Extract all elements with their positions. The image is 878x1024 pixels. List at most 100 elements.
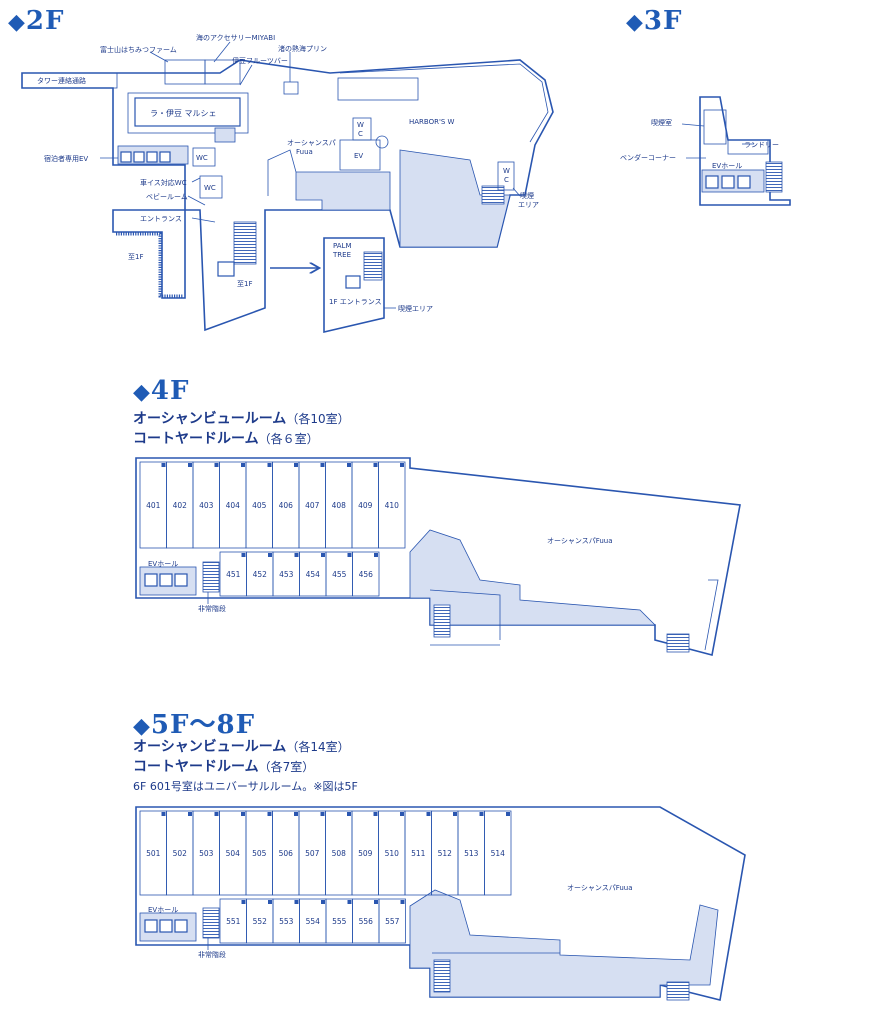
heading-5f-8f: ◆5F～8F (133, 710, 256, 740)
room-number: 406 (279, 501, 294, 510)
ev-car (159, 919, 173, 933)
room-number: 405 (252, 501, 267, 510)
room-number: 555 (332, 917, 347, 926)
room-number: 553 (279, 917, 294, 926)
window-mark (214, 812, 219, 816)
ev-car (120, 151, 132, 163)
room-number: 556 (359, 917, 374, 926)
laundry-box (727, 139, 769, 155)
label-smoking-a: 喫煙 (520, 191, 534, 200)
leader-line (187, 195, 206, 206)
marche-box (134, 97, 241, 127)
window-mark (400, 900, 405, 904)
room-number: 511 (411, 849, 426, 858)
label-emergency-4f: 非常階段 (198, 604, 226, 613)
stairs-icon (116, 232, 183, 298)
label-spa-4f: オーシャンスパFuua (547, 537, 613, 545)
room-number: 404 (226, 501, 241, 510)
label-izu-fruits: 伊豆フルーツバー (232, 56, 288, 65)
label-laundry: ランドリー (744, 141, 779, 149)
ev-car (159, 573, 173, 587)
ev-car (721, 175, 735, 189)
label-ev-hall-3f: EVホール (712, 162, 742, 170)
room-number: 451 (226, 570, 241, 579)
f4-oceanview-line: オーシャンビュールーム（各10室） (133, 411, 350, 427)
leader-line (512, 187, 521, 197)
ev-car (159, 151, 171, 163)
harbors-box (337, 77, 419, 101)
label-pudding: 渚の熱海プリン (278, 44, 327, 53)
diamond-icon: ◆ (8, 9, 26, 35)
label-vending: ベンダーコーナー (620, 153, 676, 162)
f5-note: 6F 601号室はユニバーサルルーム。※図は5F (133, 780, 358, 793)
label-accessory: 海のアクセサリーMIYABI (196, 33, 275, 42)
room-number: 456 (359, 570, 374, 579)
tower-corridor (21, 72, 118, 89)
window-mark (188, 463, 192, 467)
window-mark (320, 812, 325, 816)
room-number: 409 (358, 501, 373, 510)
window-mark (294, 812, 298, 816)
stairs-icon (233, 221, 257, 265)
room-number: 506 (279, 849, 294, 858)
diamond-icon: ◆ (626, 9, 644, 35)
label-entrance-1f: 1F エントランス (329, 298, 382, 306)
spa-shade-4f (409, 529, 656, 626)
ev-car (146, 151, 158, 163)
window-mark (267, 463, 272, 467)
window-mark (214, 463, 219, 467)
right-wc-box (497, 161, 515, 191)
room-number: 552 (253, 917, 268, 926)
diamond-icon: ◆ (133, 713, 151, 739)
label-harbors: HARBOR'S W (409, 118, 455, 126)
room-cell (484, 810, 512, 896)
label-wc1: WC (196, 154, 208, 162)
window-mark (188, 812, 192, 816)
ev-car (144, 919, 158, 933)
stairs-icon (363, 251, 383, 281)
window-mark (400, 812, 404, 816)
window-mark (374, 900, 378, 904)
room-number: 505 (252, 849, 267, 858)
leader-line (681, 123, 705, 127)
window-mark (161, 812, 166, 816)
label-w-mark2: W (503, 167, 510, 175)
room-number: 502 (173, 849, 188, 858)
floor-2f-plan: タワー連絡通路 富士山はちみつファーム 海のアクセサリーMIYABI 渚の熱海プ… (21, 33, 554, 334)
label-smoking-1f: 喫煙エリア (398, 304, 433, 313)
window-mark (321, 900, 325, 904)
room-number: 513 (464, 849, 479, 858)
window-mark (453, 812, 457, 816)
room-number: 557 (385, 917, 400, 926)
leader-line (239, 64, 253, 86)
label-spa-fuua: Fuua (296, 148, 313, 156)
diamond-icon: ◆ (133, 379, 151, 405)
window-mark (506, 812, 510, 816)
floor-3f-plan: 喫煙室 ランドリー ベンダーコーナー EVホール (620, 96, 791, 206)
label-entrance: エントランス (140, 215, 182, 223)
window-mark (241, 553, 246, 557)
room-number: 403 (199, 501, 214, 510)
window-mark (268, 900, 272, 904)
label-guest-ev: 宿泊者専用EV (44, 154, 88, 163)
label-spa-5f: オーシャンスパFuua (567, 884, 633, 892)
wc-block-2 (199, 175, 223, 199)
spa-wc-box (352, 117, 372, 141)
room-number: 512 (438, 849, 453, 858)
floor-2f-outline (21, 59, 554, 332)
stairs-icon (433, 604, 451, 638)
window-mark (347, 900, 352, 904)
heading-4f: ◆4F (133, 376, 190, 406)
stairs-icon (202, 561, 220, 593)
label-ev-hall-5f: EVホール (148, 906, 178, 914)
room-number: 508 (332, 849, 347, 858)
room-number: 410 (385, 501, 400, 510)
room-number: 510 (385, 849, 400, 858)
room-number: 551 (226, 917, 241, 926)
room-number: 504 (226, 849, 241, 858)
inset-ev (345, 275, 361, 289)
room-number: 407 (305, 501, 320, 510)
leader-line (191, 177, 201, 183)
window-mark (347, 812, 351, 816)
